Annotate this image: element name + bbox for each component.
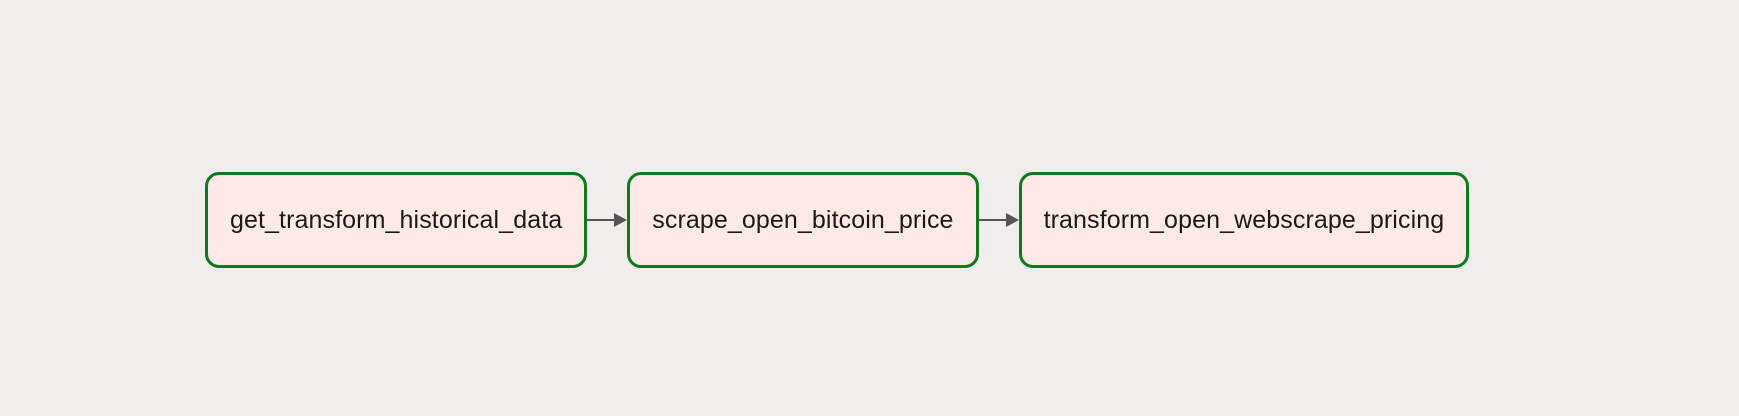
arrow-right-icon bbox=[978, 208, 1019, 232]
pipeline-flow: get_transform_historical_data scrape_ope… bbox=[205, 172, 1470, 268]
arrow-right-icon bbox=[587, 208, 628, 232]
task-node-scrape-open-bitcoin-price[interactable]: scrape_open_bitcoin_price bbox=[627, 172, 979, 268]
task-node-label: transform_open_webscrape_pricing bbox=[1043, 205, 1445, 234]
task-node-label: scrape_open_bitcoin_price bbox=[652, 205, 954, 234]
task-node-get-transform-historical-data[interactable]: get_transform_historical_data bbox=[205, 172, 588, 268]
task-node-label: get_transform_historical_data bbox=[230, 205, 563, 234]
task-node-transform-open-webscrape-pricing[interactable]: transform_open_webscrape_pricing bbox=[1018, 172, 1470, 268]
